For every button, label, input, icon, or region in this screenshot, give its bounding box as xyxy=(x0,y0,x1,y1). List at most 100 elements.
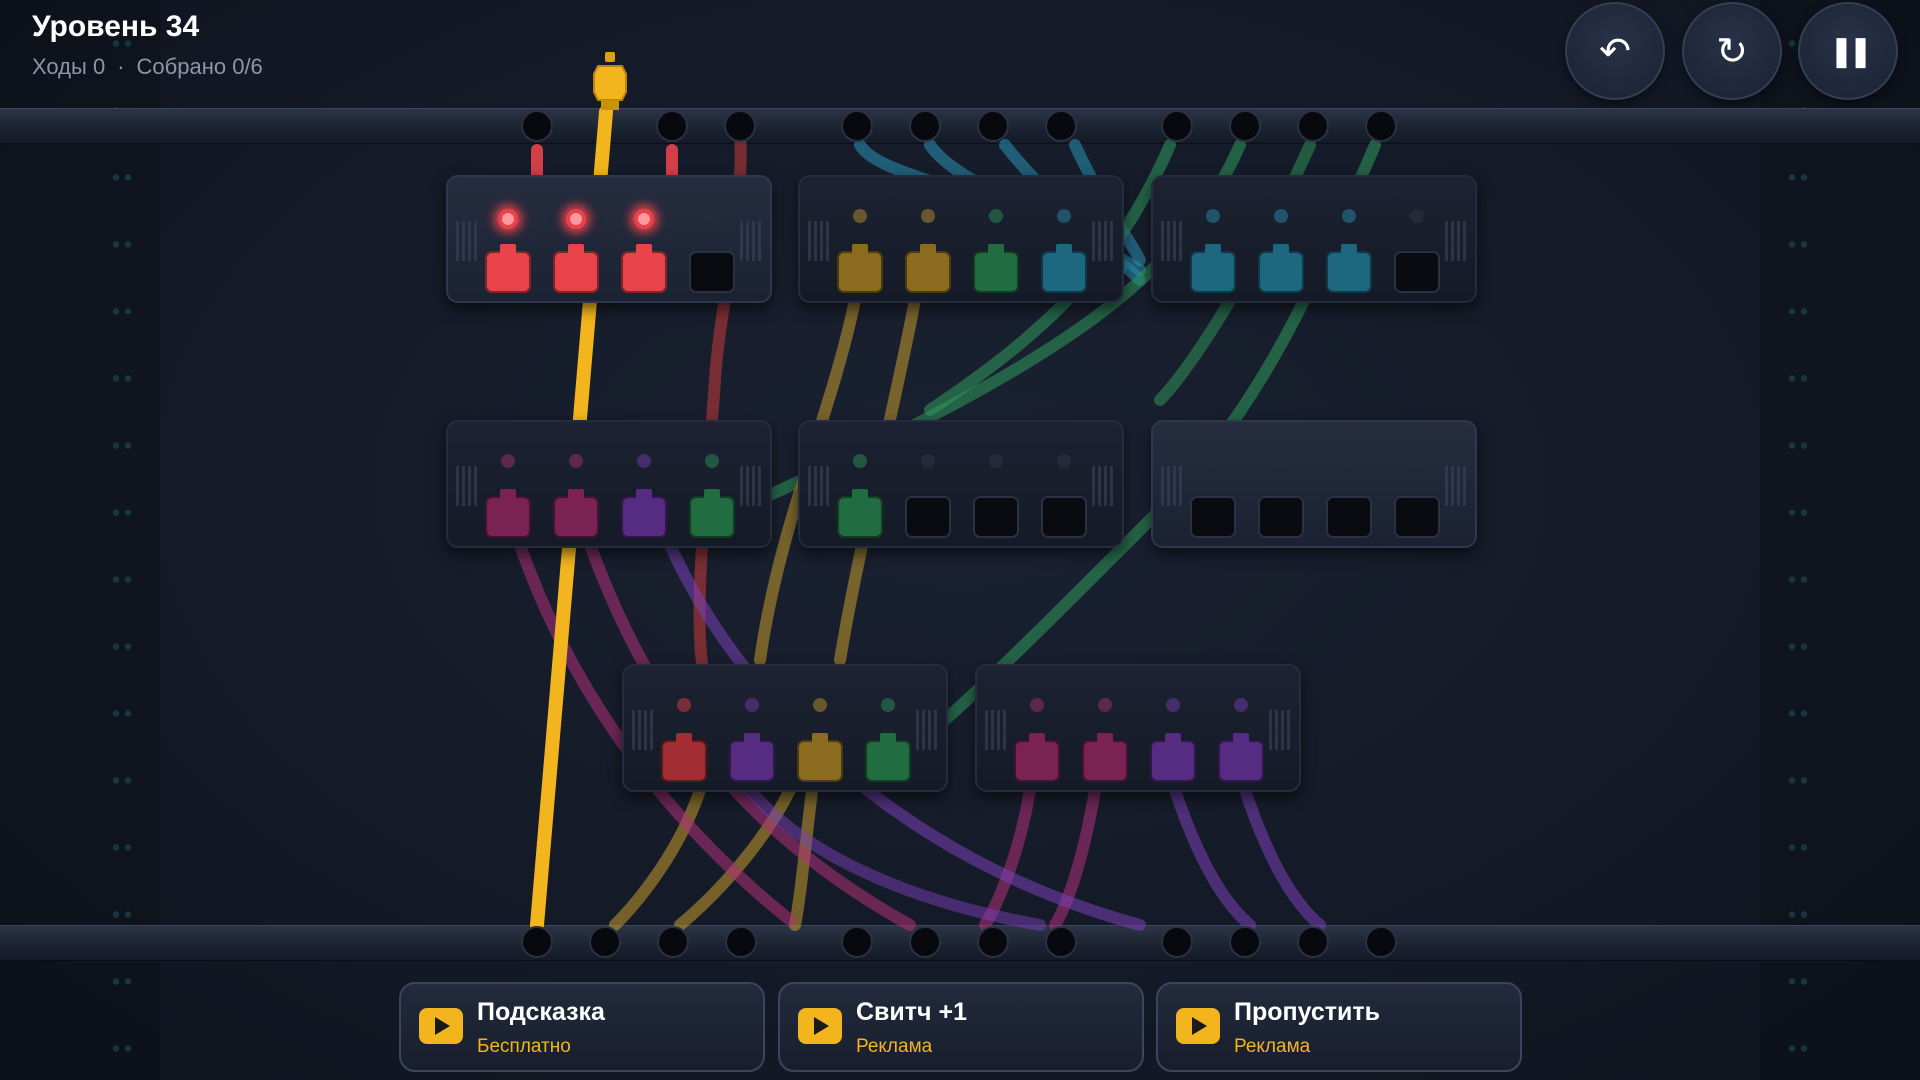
port-top[interactable] xyxy=(521,110,553,142)
collected-counter: Собрано 0/6 xyxy=(136,54,263,79)
wire-purple[interactable] xyxy=(744,784,1046,931)
module-slot[interactable] xyxy=(863,692,913,782)
empty-socket xyxy=(1041,496,1087,538)
module-slot[interactable] xyxy=(1256,203,1306,293)
port-bottom[interactable] xyxy=(521,926,553,958)
switch-module[interactable] xyxy=(1151,175,1477,303)
status-led xyxy=(1410,454,1424,468)
port-top[interactable] xyxy=(1229,110,1261,142)
module-slot[interactable] xyxy=(1012,692,1062,782)
module-slot[interactable] xyxy=(659,692,709,782)
port-top[interactable] xyxy=(1365,110,1397,142)
switch-module[interactable] xyxy=(446,420,772,548)
empty-socket xyxy=(905,496,951,538)
switch-label: Свитч +1 xyxy=(856,998,967,1026)
wire-magenta[interactable] xyxy=(1049,784,1101,931)
switch-module[interactable] xyxy=(798,420,1124,548)
switch-module[interactable] xyxy=(798,175,1124,303)
switch-module[interactable] xyxy=(1151,420,1477,548)
module-slot[interactable] xyxy=(1216,692,1266,782)
port-bottom[interactable] xyxy=(1365,926,1397,958)
module-slot[interactable] xyxy=(551,448,601,538)
port-bottom[interactable] xyxy=(977,926,1009,958)
port-top[interactable] xyxy=(1161,110,1193,142)
held-yellow-plug-icon[interactable] xyxy=(592,52,628,118)
module-slot[interactable] xyxy=(1324,448,1374,538)
switch-plus-one-button[interactable]: Свитч +1 Реклама xyxy=(778,982,1144,1072)
wire-purple[interactable] xyxy=(1239,784,1326,931)
module-slot[interactable] xyxy=(1188,448,1238,538)
wire-magenta[interactable] xyxy=(979,784,1036,931)
port-bottom[interactable] xyxy=(1161,926,1193,958)
port-bottom[interactable] xyxy=(725,926,757,958)
module-slot[interactable] xyxy=(1080,692,1130,782)
status-led xyxy=(921,209,935,223)
undo-button[interactable]: ↶ xyxy=(1565,2,1665,100)
switch-module[interactable] xyxy=(446,175,772,303)
module-slot[interactable] xyxy=(483,203,533,293)
pause-button[interactable]: ❚❚ xyxy=(1798,2,1898,100)
port-bottom[interactable] xyxy=(657,926,689,958)
switch-module[interactable] xyxy=(622,664,948,792)
wire-gold[interactable] xyxy=(609,784,706,931)
restart-button[interactable]: ↻ xyxy=(1682,2,1782,100)
module-slot[interactable] xyxy=(795,692,845,782)
module-slot[interactable] xyxy=(835,203,885,293)
empty-socket xyxy=(689,251,735,293)
status-led xyxy=(1057,209,1071,223)
module-slot[interactable] xyxy=(903,448,953,538)
wire-purple[interactable] xyxy=(1169,784,1256,931)
module-slot[interactable] xyxy=(971,448,1021,538)
port-top[interactable] xyxy=(724,110,756,142)
plug-tab xyxy=(852,489,868,498)
port-bottom[interactable] xyxy=(589,926,621,958)
empty-socket xyxy=(973,496,1019,538)
skip-button[interactable]: Пропустить Реклама xyxy=(1156,982,1522,1072)
left-indicator-lights xyxy=(110,0,134,1080)
module-slot[interactable] xyxy=(687,448,737,538)
plug-magenta xyxy=(1082,733,1128,782)
status-led xyxy=(677,698,691,712)
module-slot[interactable] xyxy=(619,448,669,538)
port-top[interactable] xyxy=(1045,110,1077,142)
port-bottom[interactable] xyxy=(1229,926,1261,958)
module-slot[interactable] xyxy=(1324,203,1374,293)
module-slot[interactable] xyxy=(1188,203,1238,293)
module-vent xyxy=(1092,221,1114,261)
port-bottom[interactable] xyxy=(1045,926,1077,958)
port-top[interactable] xyxy=(1297,110,1329,142)
module-slot[interactable] xyxy=(835,448,885,538)
port-bottom[interactable] xyxy=(909,926,941,958)
module-slot[interactable] xyxy=(551,203,601,293)
status-led xyxy=(853,454,867,468)
module-slot[interactable] xyxy=(687,203,737,293)
port-bottom[interactable] xyxy=(1297,926,1329,958)
module-slot[interactable] xyxy=(1148,692,1198,782)
module-slot[interactable] xyxy=(1256,448,1306,538)
port-top[interactable] xyxy=(656,110,688,142)
hint-button[interactable]: Подсказка Бесплатно xyxy=(399,982,765,1072)
module-slot[interactable] xyxy=(1039,448,1089,538)
port-bottom[interactable] xyxy=(841,926,873,958)
status-led xyxy=(634,209,654,229)
plug-purple xyxy=(729,733,775,782)
module-slot[interactable] xyxy=(619,203,669,293)
module-slot[interactable] xyxy=(1392,203,1442,293)
plug-tab xyxy=(568,489,584,498)
module-slot[interactable] xyxy=(903,203,953,293)
port-top[interactable] xyxy=(841,110,873,142)
module-slot[interactable] xyxy=(727,692,777,782)
status-led xyxy=(1206,209,1220,223)
wire-gold[interactable] xyxy=(674,784,796,931)
module-slot[interactable] xyxy=(483,448,533,538)
module-slot[interactable] xyxy=(1392,448,1442,538)
module-slot[interactable] xyxy=(971,203,1021,293)
port-top[interactable] xyxy=(909,110,941,142)
module-slot[interactable] xyxy=(1039,203,1089,293)
status-led xyxy=(853,209,867,223)
port-top[interactable] xyxy=(977,110,1009,142)
switch-module[interactable] xyxy=(975,664,1301,792)
wire-gold[interactable] xyxy=(789,784,818,931)
status-led xyxy=(1166,698,1180,712)
plug-red xyxy=(661,733,707,782)
